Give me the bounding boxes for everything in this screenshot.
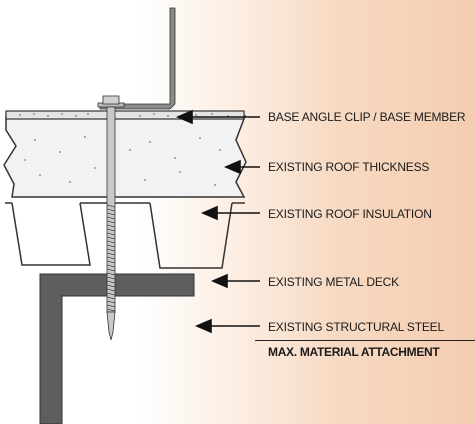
fastener-threads (106, 204, 116, 312)
thread-line (106, 248, 116, 252)
thread-line (106, 264, 116, 268)
arrow-roof-thickness-head (223, 159, 241, 175)
thread-line (106, 236, 116, 240)
thread-line (106, 280, 116, 284)
insulation-flute-right (149, 202, 233, 269)
roof-thickness-block (3, 115, 247, 198)
callout-base-angle: BASE ANGLE CLIP / BASE MEMBER (268, 110, 466, 124)
arrow-roof-insulation-head (200, 205, 218, 221)
callout-metal-deck: EXISTING METAL DECK (268, 275, 399, 289)
callout-structural-steel: EXISTING STRUCTURAL STEEL (268, 320, 444, 334)
callout-roof-thickness: EXISTING ROOF THICKNESS (268, 160, 430, 174)
thread-line (106, 272, 116, 276)
thread-line (106, 232, 116, 236)
footer-note: MAX. MATERIAL ATTACHMENT (268, 345, 440, 359)
thread-line (106, 268, 116, 272)
thread-line (106, 224, 116, 228)
thread-line (106, 208, 116, 212)
thread-line (106, 276, 116, 280)
insulation-flute-left (11, 202, 91, 266)
thread-line (106, 288, 116, 292)
callout-arrows (175, 109, 260, 334)
thread-line (106, 300, 116, 304)
fastener-head (102, 95, 120, 105)
roof-aggregate-dots (19, 113, 229, 186)
thread-line (106, 216, 116, 220)
thread-line (106, 204, 116, 208)
arrow-base-angle-head (175, 109, 193, 125)
thread-line (106, 260, 116, 264)
thread-line (106, 256, 116, 260)
footer-divider (255, 340, 475, 341)
thread-line (106, 252, 116, 256)
fastener-drill-point (106, 311, 116, 341)
thread-line (106, 228, 116, 232)
arrow-structural-steel-head (194, 318, 212, 334)
thread-line (106, 212, 116, 216)
roof-top-layer (5, 110, 245, 120)
structural-steel-angle (39, 273, 195, 424)
thread-line (106, 304, 116, 308)
thread-line (106, 220, 116, 224)
thread-line (106, 240, 116, 244)
arrow-metal-deck-head (210, 273, 228, 289)
thread-line (106, 292, 116, 296)
thread-line (106, 296, 116, 300)
base-angle-clip (99, 7, 176, 110)
thread-line (106, 244, 116, 248)
thread-line (106, 308, 116, 312)
callout-roof-insulation: EXISTING ROOF INSULATION (268, 207, 432, 221)
thread-line (106, 284, 116, 288)
